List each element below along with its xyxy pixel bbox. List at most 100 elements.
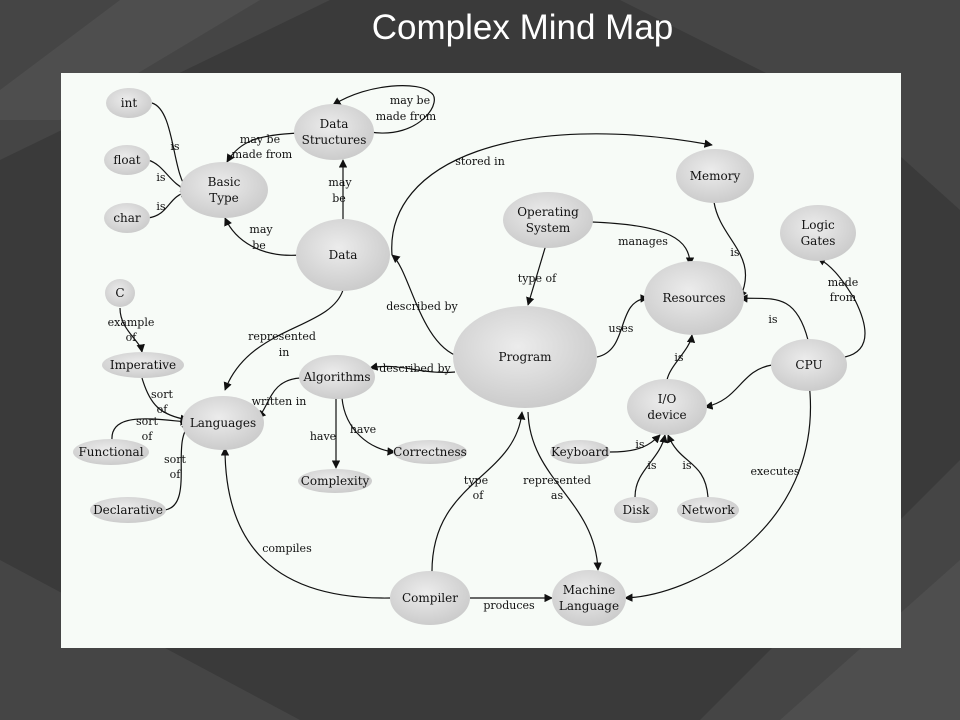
edge-network-io xyxy=(666,434,709,498)
edge-label-produces: produces xyxy=(483,599,535,612)
edge-label-described-by-data: described by xyxy=(386,300,458,313)
slide-title: Complex Mind Map xyxy=(371,8,674,47)
node-languages: Languages xyxy=(182,396,264,450)
edge-label-network-is: is xyxy=(682,459,692,472)
node-data: Data xyxy=(296,219,390,291)
node-correctness: Correctness xyxy=(393,440,467,464)
node-declarative: Declarative xyxy=(90,497,166,523)
node-algorithms-label: Algorithms xyxy=(302,370,370,384)
node-int: int xyxy=(106,88,152,118)
node-data-label: Data xyxy=(329,248,358,262)
node-complexity-label: Complexity xyxy=(301,474,370,488)
edge-label-cpu-is: is xyxy=(768,313,778,326)
node-char: char xyxy=(104,203,150,233)
edge-label-io-is: is xyxy=(674,351,684,364)
edge-disk-io xyxy=(634,434,668,498)
node-program: Program xyxy=(453,306,597,408)
edge-label-type-of-os: type of xyxy=(518,272,557,285)
node-resources-label: Resources xyxy=(663,291,726,305)
node-imperative: Imperative xyxy=(102,352,184,378)
edge-cpu-resources xyxy=(739,294,809,341)
node-imperative-label: Imperative xyxy=(110,358,176,372)
edge-label-uses: uses xyxy=(609,322,634,335)
node-functional-label: Functional xyxy=(78,445,143,459)
edge-os-program xyxy=(526,237,549,306)
edge-program-machine-language xyxy=(527,411,602,571)
node-cpu-label: CPU xyxy=(795,358,822,372)
edge-label-memory-is: is xyxy=(730,246,740,259)
node-algorithms: Algorithms xyxy=(299,355,375,399)
edge-label-int-is: is xyxy=(170,140,180,153)
node-disk: Disk xyxy=(614,497,658,523)
node-correctness-label: Correctness xyxy=(393,445,467,459)
node-network: Network xyxy=(677,497,739,523)
edge-compiler-languages xyxy=(220,447,391,599)
edge-label-alg-have-correctness: have xyxy=(350,423,376,436)
edge-ds-self xyxy=(332,85,435,134)
node-functional: Functional xyxy=(73,439,149,465)
node-memory: Memory xyxy=(676,149,754,203)
edge-label-described-by-alg: described by xyxy=(379,362,451,375)
node-disk-label: Disk xyxy=(623,503,651,517)
edge-algorithms-correctness xyxy=(341,397,396,456)
edge-program-resources xyxy=(596,294,649,358)
edge-cpu-logic-gates xyxy=(817,257,866,358)
node-float-label: float xyxy=(113,153,140,167)
edge-label-manages: manages xyxy=(618,235,668,248)
node-network-label: Network xyxy=(682,503,736,517)
edge-data-languages xyxy=(223,289,344,391)
node-memory-label: Memory xyxy=(690,169,741,183)
node-int-label: int xyxy=(121,96,138,110)
edge-label-executes: executes xyxy=(750,465,799,478)
node-compiler: Compiler xyxy=(390,571,470,625)
edge-label-disk-is: is xyxy=(647,459,657,472)
node-compiler-label: Compiler xyxy=(402,591,458,605)
edge-program-algorithms xyxy=(369,362,456,374)
node-keyboard: Keyboard xyxy=(550,440,610,464)
node-declarative-label: Declarative xyxy=(93,503,163,517)
edge-cpu-machine-language xyxy=(624,374,811,602)
edge-data-basic-type xyxy=(224,217,301,256)
node-char-label: char xyxy=(113,211,141,225)
edge-program-data xyxy=(391,254,461,358)
node-resources: Resources xyxy=(644,261,744,335)
node-float: float xyxy=(104,145,150,175)
node-c-label: C xyxy=(115,286,124,300)
edge-memory-resources xyxy=(713,201,747,299)
edge-os-resources xyxy=(591,221,695,266)
node-languages-label: Languages xyxy=(190,416,256,430)
edge-io-resources xyxy=(666,334,696,381)
node-complexity: Complexity xyxy=(298,469,372,493)
edge-label-written-in: written in xyxy=(252,395,307,408)
edge-ds-basic-type xyxy=(226,132,299,163)
edge-compiler-program xyxy=(431,411,526,576)
edge-cpu-io xyxy=(704,364,773,410)
edge-functional-languages xyxy=(111,417,189,441)
edge-keyboard-io xyxy=(609,434,661,453)
edge-label-float-is: is xyxy=(156,171,166,184)
edge-label-alg-have-complexity: have xyxy=(310,430,336,443)
